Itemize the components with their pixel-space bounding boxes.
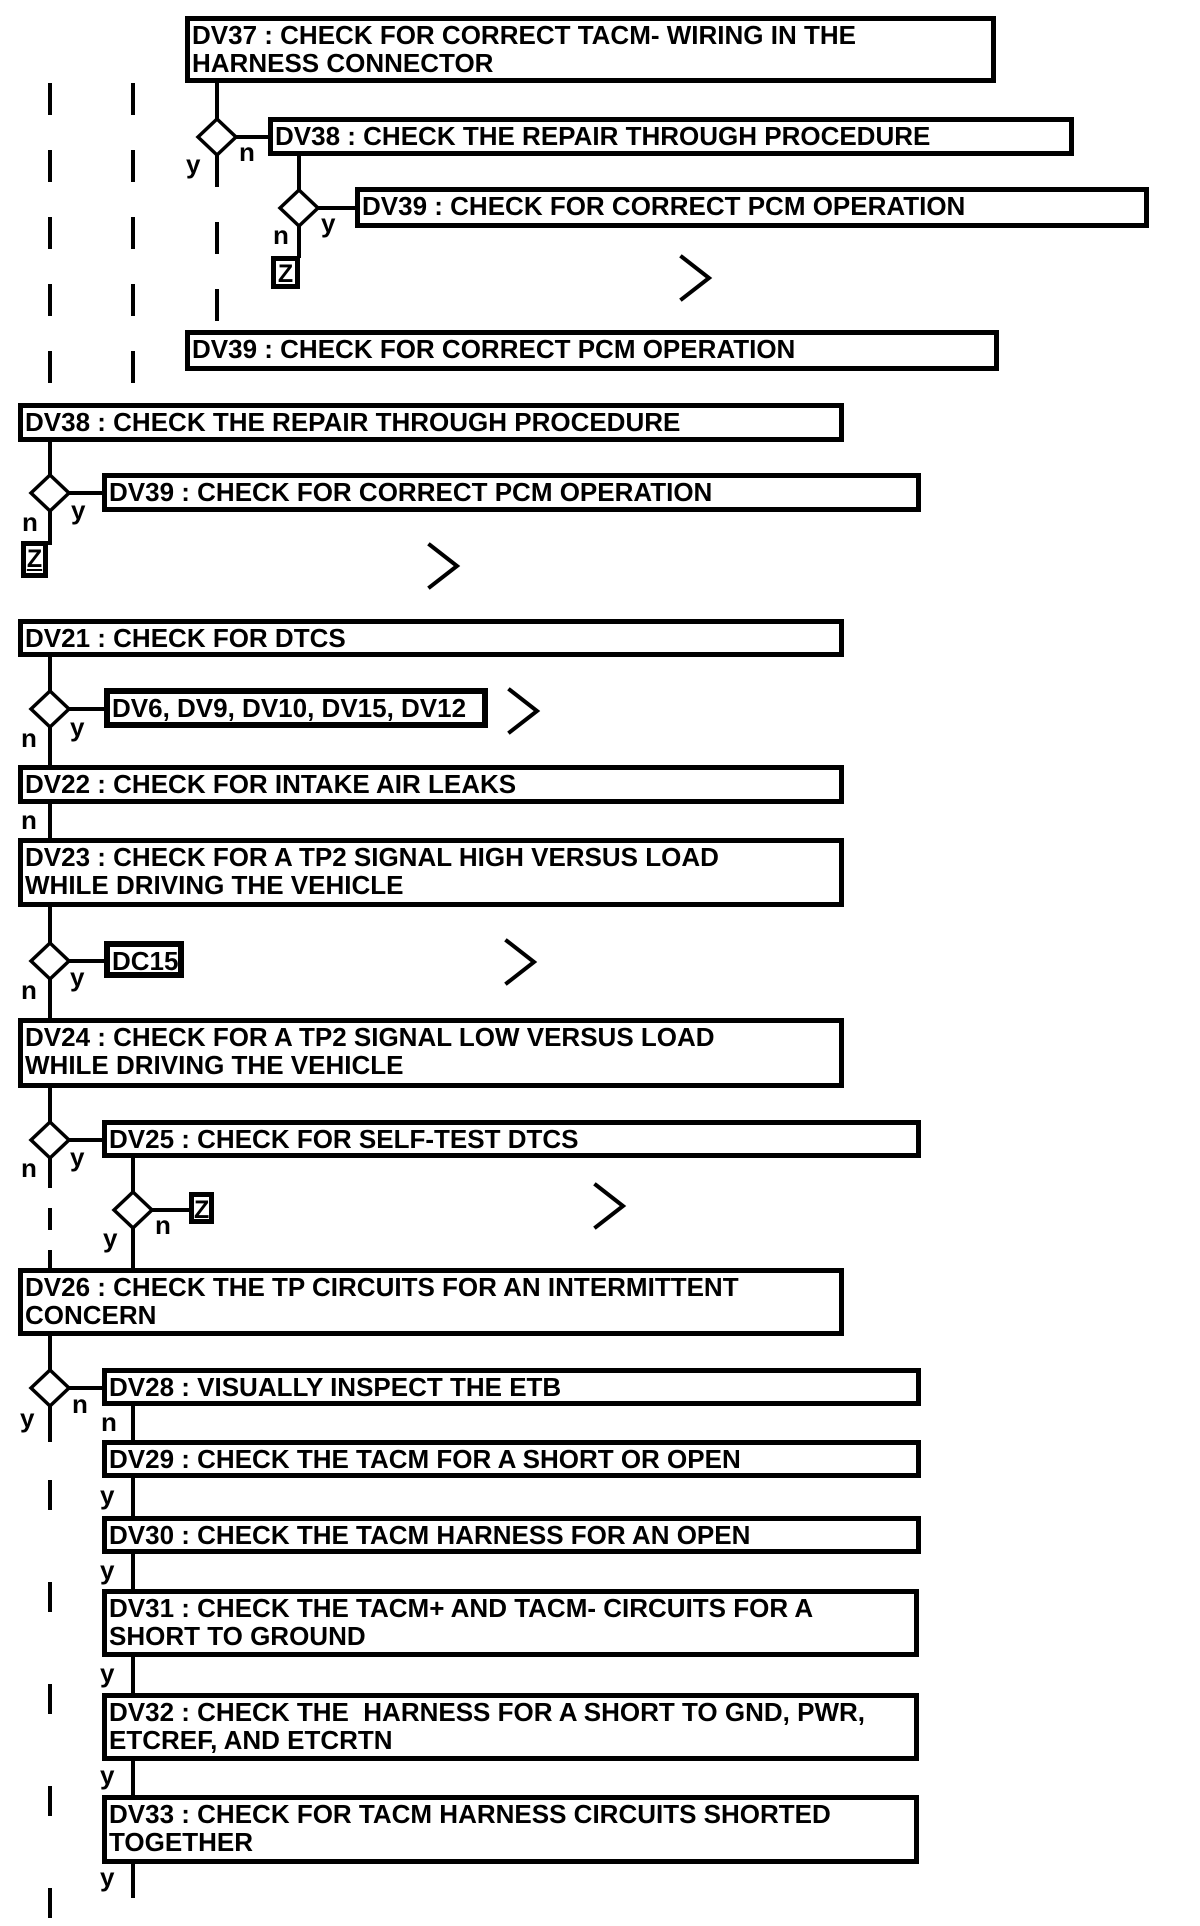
- branch-label-no: n: [273, 220, 289, 250]
- step-box-dv38: DV38 : CHECK THE REPAIR THROUGH PROCEDUR…: [268, 117, 1074, 156]
- branch-label-yes: y: [100, 1658, 115, 1688]
- step-box-dv39: DV39 : CHECK FOR CORRECT PCM OPERATION: [355, 187, 1149, 228]
- offpage-arrow-icon: [593, 1182, 627, 1230]
- decision-after-dv25: [111, 1189, 155, 1231]
- step-box-dv31: DV31 : CHECK THE TACM+ AND TACM- CIRCUIT…: [102, 1589, 919, 1657]
- step-box-dv29: DV29 : CHECK THE TACM FOR A SHORT OR OPE…: [102, 1440, 921, 1478]
- branch-label-yes: y: [70, 712, 85, 742]
- step-box-dv23: DV23 : CHECK FOR A TP2 SIGNAL HIGH VERSU…: [18, 838, 844, 907]
- branch-label-yes: y: [100, 1480, 115, 1510]
- branch-label-no: n: [239, 137, 255, 167]
- decision-after-dv38-repeat: [28, 472, 72, 514]
- step-box-dv25: DV25 : CHECK FOR SELF-TEST DTCS: [102, 1120, 921, 1158]
- step-box-dv30: DV30 : CHECK THE TACM HARNESS FOR AN OPE…: [102, 1516, 921, 1554]
- branch-label-no: n: [155, 1210, 171, 1240]
- offpage-connector-z: Z: [271, 256, 300, 289]
- step-box-dv22: DV22 : CHECK FOR INTAKE AIR LEAKS: [18, 765, 844, 804]
- decision-after-dv38: [277, 187, 321, 229]
- decision-after-dv23: [28, 940, 72, 982]
- offpage-arrow-icon: [679, 254, 713, 302]
- offpage-connector-z: Z: [21, 541, 48, 578]
- branch-label-yes: y: [20, 1403, 35, 1433]
- solid-flow-lines: [48, 83, 357, 1898]
- step-box-dc15: DC15: [104, 941, 184, 978]
- offpage-arrow-icon: [504, 938, 538, 986]
- step-box-dv39-repeat: DV39 : CHECK FOR CORRECT PCM OPERATION: [185, 330, 999, 371]
- step-box-dv39-repeat2: DV39 : CHECK FOR CORRECT PCM OPERATION: [102, 473, 921, 512]
- step-box-dv6-group: DV6, DV9, DV10, DV15, DV12: [104, 688, 488, 728]
- branch-label-no: n: [72, 1389, 88, 1419]
- branch-label-yes: y: [71, 495, 86, 525]
- decision-diamonds: [28, 116, 321, 1409]
- step-box-dv28: DV28 : VISUALLY INSPECT THE ETB: [102, 1368, 921, 1406]
- branch-label-yes: y: [321, 208, 336, 238]
- dashed-flow-lines: [48, 83, 219, 1918]
- offpage-arrow-icon: [427, 542, 461, 590]
- branch-label-no: n: [101, 1407, 117, 1437]
- branch-label-yes: y: [186, 149, 201, 179]
- branch-label-yes: y: [103, 1223, 118, 1253]
- branch-label-yes: y: [100, 1760, 115, 1790]
- step-box-dv21: DV21 : CHECK FOR DTCS: [18, 619, 844, 657]
- branch-label-yes: y: [70, 962, 85, 992]
- branch-label-yes: y: [100, 1555, 115, 1585]
- step-box-dv24: DV24 : CHECK FOR A TP2 SIGNAL LOW VERSUS…: [18, 1018, 844, 1088]
- branch-label-yes: y: [100, 1862, 115, 1892]
- branch-label-no: n: [21, 1153, 37, 1183]
- step-box-dv26: DV26 : CHECK THE TP CIRCUITS FOR AN INTE…: [18, 1268, 844, 1336]
- branch-label-no: n: [21, 723, 37, 753]
- decision-after-dv21: [28, 688, 72, 730]
- decision-after-dv24: [28, 1119, 72, 1161]
- branch-label-yes: y: [70, 1142, 85, 1172]
- branch-label-no: n: [21, 805, 37, 835]
- offpage-connector-z: Z: [189, 1192, 214, 1224]
- branch-label-no: n: [22, 507, 38, 537]
- decision-after-dv37: [195, 116, 239, 158]
- step-box-dv33: DV33 : CHECK FOR TACM HARNESS CIRCUITS S…: [102, 1795, 919, 1864]
- offpage-arrows: [427, 254, 713, 1230]
- offpage-arrow-icon: [507, 687, 541, 735]
- step-box-dv38-repeat: DV38 : CHECK THE REPAIR THROUGH PROCEDUR…: [18, 403, 844, 442]
- step-box-dv32: DV32 : CHECK THE HARNESS FOR A SHORT TO …: [102, 1693, 919, 1761]
- decision-after-dv26: [28, 1367, 72, 1409]
- step-box-dv37: DV37 : CHECK FOR CORRECT TACM- WIRING IN…: [185, 16, 996, 83]
- branch-label-no: n: [21, 975, 37, 1005]
